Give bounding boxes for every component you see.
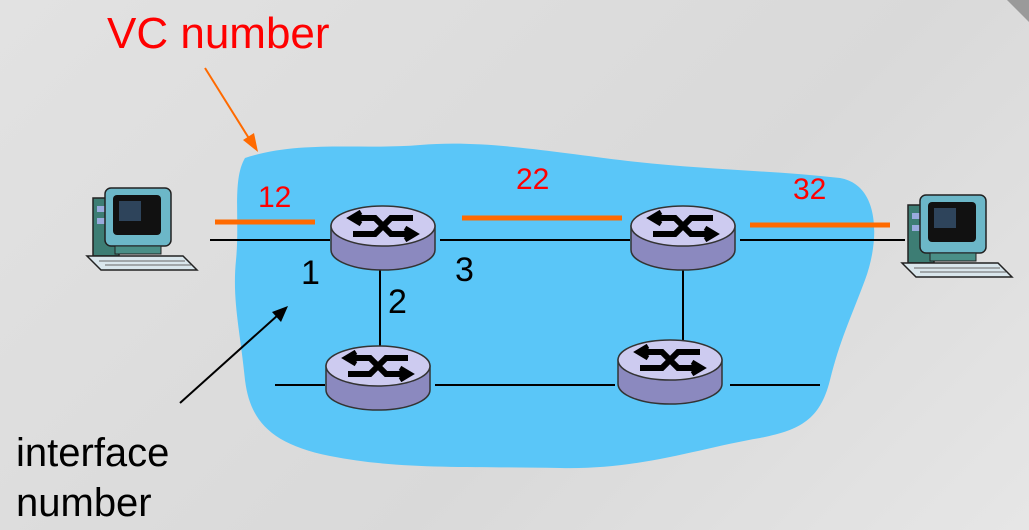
computer-icon [86, 187, 198, 271]
vc-number-title: VC number [107, 9, 330, 58]
vc-number-arrow [204, 67, 258, 152]
computer-icon [901, 194, 1013, 278]
page-corner-fold [1007, 0, 1029, 22]
router-icon [618, 340, 722, 404]
router-icon [631, 206, 735, 270]
router-icon [326, 346, 430, 410]
vc-number-label: 22 [516, 163, 550, 196]
vc-segments [215, 215, 890, 228]
network-cloud [234, 143, 875, 469]
vc-number-label: 12 [258, 181, 292, 214]
interface-number-label: 1 [301, 254, 320, 292]
interface-number-label: 2 [388, 283, 407, 321]
network-links [210, 239, 905, 386]
router-icon [331, 206, 435, 270]
interface-number-title-line2: number [16, 481, 152, 525]
interface-number-title-line1: interface [16, 431, 170, 475]
interface-number-label: 3 [455, 251, 474, 289]
interface-number-title: interface number [16, 428, 169, 528]
vc-number-label: 32 [793, 173, 827, 206]
interface-number-arrow [179, 306, 288, 404]
